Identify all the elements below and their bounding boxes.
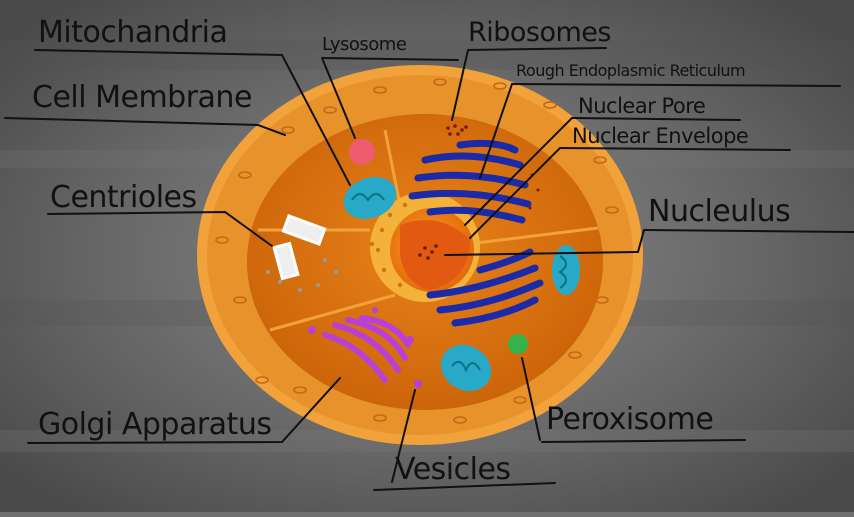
cytoplasm-granules	[266, 258, 338, 292]
label-ribosomes: Ribosomes	[468, 17, 612, 48]
rough-er-upper	[408, 139, 532, 224]
label-peroxisome: Peroxisome	[546, 402, 714, 437]
peroxisome	[508, 334, 528, 354]
label-vesicles: Vesicles	[395, 452, 511, 487]
membrane-pores	[215, 78, 619, 424]
label-nuclear-pore: Nuclear Pore	[578, 94, 706, 118]
vesicle-dots	[308, 307, 422, 388]
lysosome	[349, 139, 375, 165]
label-nuclear-envelope: Nuclear Envelope	[572, 124, 749, 148]
label-cell-membrane: Cell Membrane	[32, 80, 252, 115]
nucleolus	[400, 220, 470, 290]
nucleolus-granules	[418, 244, 438, 260]
ribosome-dots	[446, 124, 540, 210]
label-centrioles: Centrioles	[50, 180, 197, 215]
centrioles	[272, 214, 327, 281]
label-lysosome: Lysosome	[322, 34, 407, 55]
label-rough-er: Rough Endoplasmic Reticulum	[516, 61, 746, 80]
label-nucleolus: Nucleulus	[648, 194, 791, 229]
leader-lines	[4, 47, 854, 491]
mitochondria	[343, 177, 580, 392]
label-mitochondria: Mitochandria	[38, 15, 228, 50]
label-golgi-apparatus: Golgi Apparatus	[38, 407, 272, 442]
golgi-apparatus	[322, 315, 411, 383]
nuclear-pores	[369, 202, 408, 288]
